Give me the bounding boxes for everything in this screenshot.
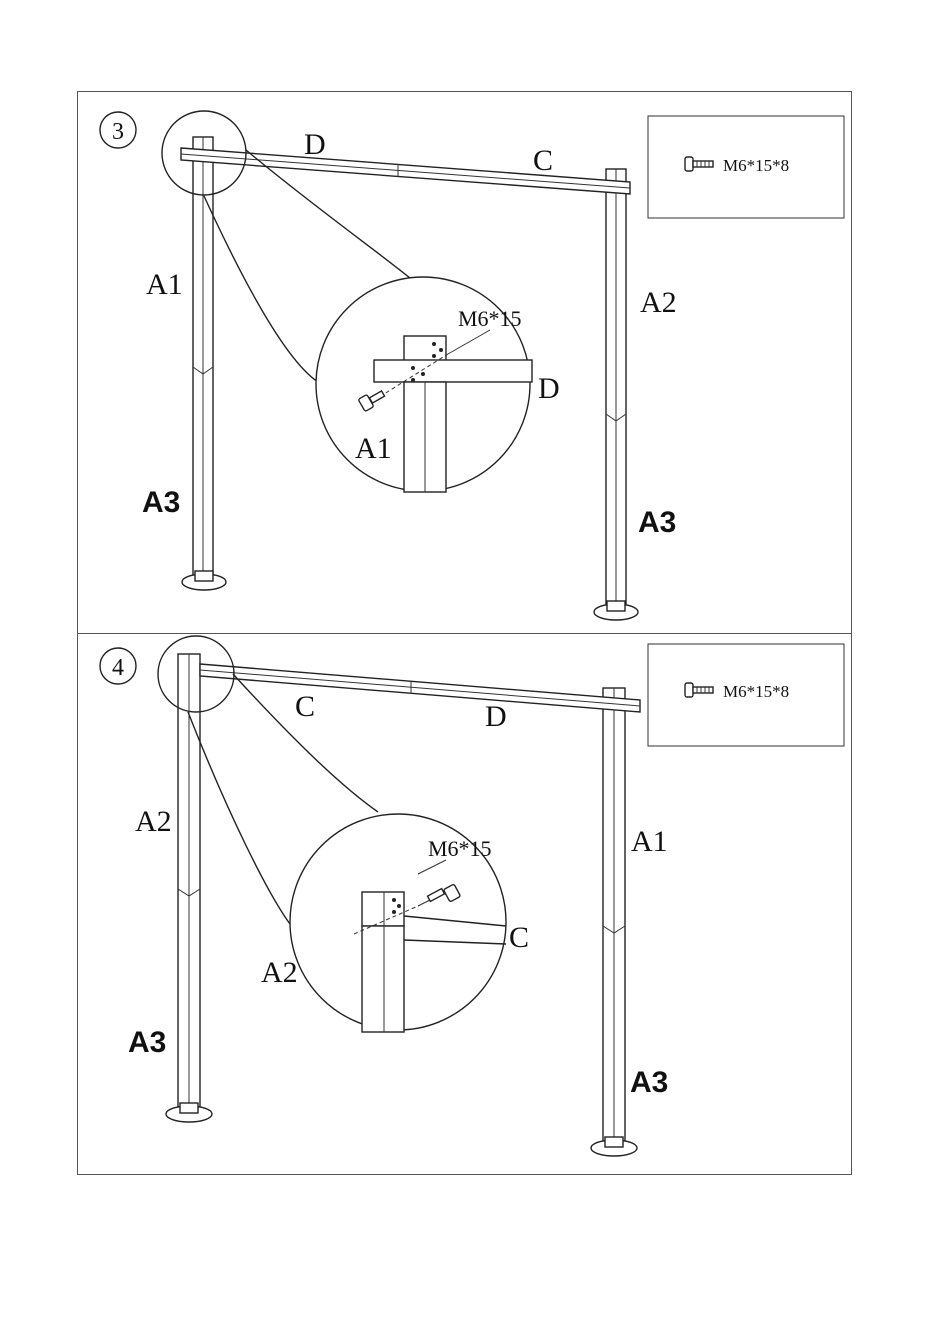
hardware-label: M6*15*8 [723,682,789,701]
zoom-connector-left [188,712,290,924]
label-bar-right: C [533,144,553,177]
label-detail-bar: C [509,921,529,954]
bolt-icon [685,683,713,697]
label-left-upper-pole: A2 [135,805,172,838]
left-pole [166,654,212,1122]
step-number: 3 [112,119,124,145]
label-detail-bar: D [538,372,560,405]
step-4-diagram: 4 M6*15*8 [78,634,853,1176]
label-detail-bolt: M6*15 [458,306,522,331]
bolt-icon [685,157,713,171]
label-bar-right: D [485,700,507,733]
right-pole [594,169,638,620]
label-left-lower-pole: A3 [142,486,180,519]
label-detail-bolt: M6*15 [428,836,492,861]
label-right-upper-pole: A2 [640,286,677,319]
step-4-panel: 4 M6*15*8 [77,633,852,1175]
left-pole [182,137,226,590]
hardware-label: M6*15*8 [723,156,789,175]
step-3-panel: 3 M6*15*8 [77,91,852,635]
label-right-upper-pole: A1 [631,825,668,858]
label-bar-left: C [295,690,315,723]
top-bar [181,148,630,194]
label-left-upper-pole: A1 [146,268,183,301]
label-right-lower-pole: A3 [630,1066,668,1099]
step-3-diagram: 3 M6*15*8 [78,92,853,636]
step-number: 4 [112,655,124,681]
label-detail-pole: A1 [355,432,392,465]
label-right-lower-pole: A3 [638,506,676,539]
zoom-connector-left [204,196,318,382]
label-left-lower-pole: A3 [128,1026,166,1059]
top-bar [200,664,640,712]
label-detail-pole: A2 [261,956,298,989]
label-bar-left: D [304,128,326,161]
